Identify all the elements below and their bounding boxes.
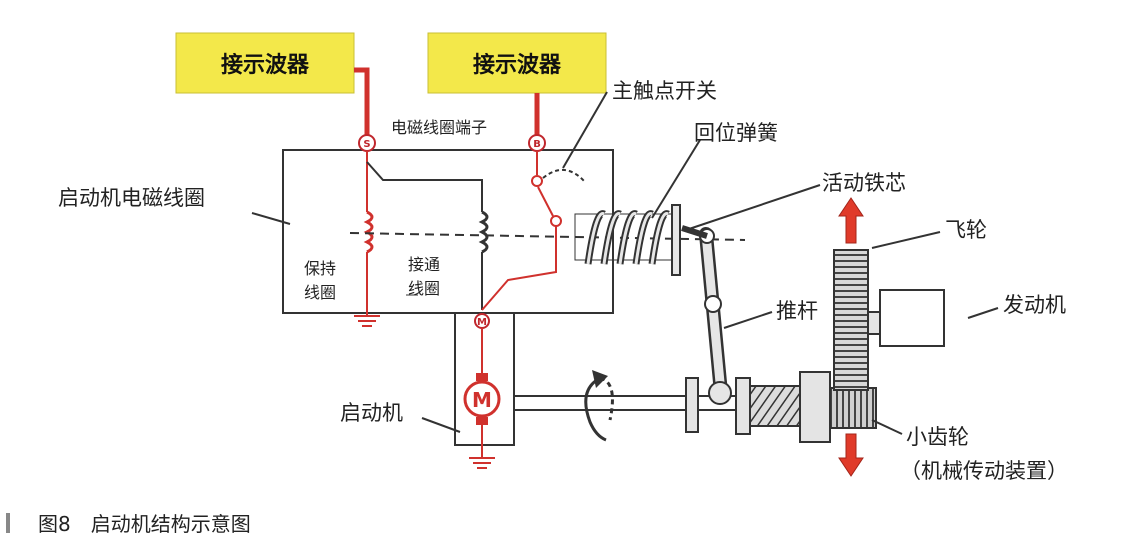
clutch-collar-1 — [685, 377, 699, 433]
oscilloscope-tag-right-text: 接示波器 — [473, 53, 562, 78]
label-mechanism: （机械传动装置） — [900, 459, 1068, 483]
pinion-gear — [829, 387, 877, 429]
caption-marker — [6, 513, 10, 533]
core-axis — [349, 232, 746, 241]
core-pointer — [685, 184, 821, 231]
motor-symbol-text: M — [472, 388, 492, 412]
label-return-spring: 回位弹簧 — [694, 121, 778, 145]
arrow-up-icon — [838, 197, 864, 244]
label-main-switch: 主触点开关 — [612, 79, 717, 103]
label-hold-coil-2: 线圈 — [304, 283, 336, 302]
pull-coil-wire-top — [366, 161, 483, 212]
lead-wire-s — [354, 67, 370, 138]
helical-spline — [749, 385, 801, 427]
label-pull-coil-2: 线圈 — [408, 279, 440, 298]
label-flywheel: 飞轮 — [945, 218, 987, 242]
label-moving-core: 活动铁芯 — [822, 171, 906, 195]
hold-coil — [363, 210, 374, 254]
motor-symbol — [463, 380, 501, 418]
engine-block — [879, 289, 945, 347]
label-hold-coil-1: 保持 — [304, 259, 336, 278]
label-solenoid-terminal: 电磁线圈端子 — [391, 118, 487, 137]
figure-caption: 图8 启动机结构示意图 — [38, 512, 251, 536]
rotation-arrow-icon — [584, 370, 614, 442]
terminal-s-label: S — [363, 139, 370, 150]
clutch-collar-2 — [735, 377, 751, 435]
label-starter-solenoid: 启动机电磁线圈 — [58, 186, 205, 210]
label-pinion: 小齿轮 — [906, 425, 969, 449]
solenoid-housing — [282, 149, 614, 314]
switch-wire-m — [481, 226, 557, 311]
return-spring-coil — [574, 204, 681, 276]
flywheel-pointer — [871, 231, 941, 249]
motor-brush-top — [476, 373, 488, 381]
pull-coil — [478, 210, 489, 254]
push-rod-pointer — [723, 311, 773, 329]
arrow-down-icon — [838, 433, 864, 477]
ground-symbol-motor — [469, 457, 495, 469]
switch-pointer — [562, 91, 608, 169]
oscilloscope-tag-left-text: 接示波器 — [221, 53, 310, 78]
pinion-pointer — [871, 419, 903, 435]
switch-contact-bottom — [550, 215, 562, 227]
engine-pointer — [967, 307, 999, 319]
solenoid-pointer — [251, 212, 291, 225]
ground-symbol-hold — [354, 315, 380, 327]
label-starter: 启动机 — [340, 401, 403, 425]
terminal-b-label: B — [533, 139, 541, 150]
switch-arc — [542, 169, 586, 183]
label-engine: 发动机 — [1003, 293, 1066, 317]
terminal-m-label: M — [477, 317, 487, 328]
spring-pointer — [651, 139, 701, 219]
label-pull-coil-1: 接通 — [408, 255, 440, 274]
starter-pointer — [421, 417, 461, 433]
label-push-rod: 推杆 — [776, 299, 818, 323]
engine-shaft — [867, 311, 881, 335]
switch-blade — [537, 186, 554, 217]
motor-brush-bottom — [476, 417, 488, 425]
oscilloscope-tag-left — [175, 32, 355, 94]
oscilloscope-tag-right — [427, 32, 607, 94]
flywheel-gear — [833, 249, 869, 391]
clutch-body — [799, 371, 831, 443]
switch-contact-top — [531, 175, 543, 187]
push-rod-lever — [681, 225, 732, 405]
